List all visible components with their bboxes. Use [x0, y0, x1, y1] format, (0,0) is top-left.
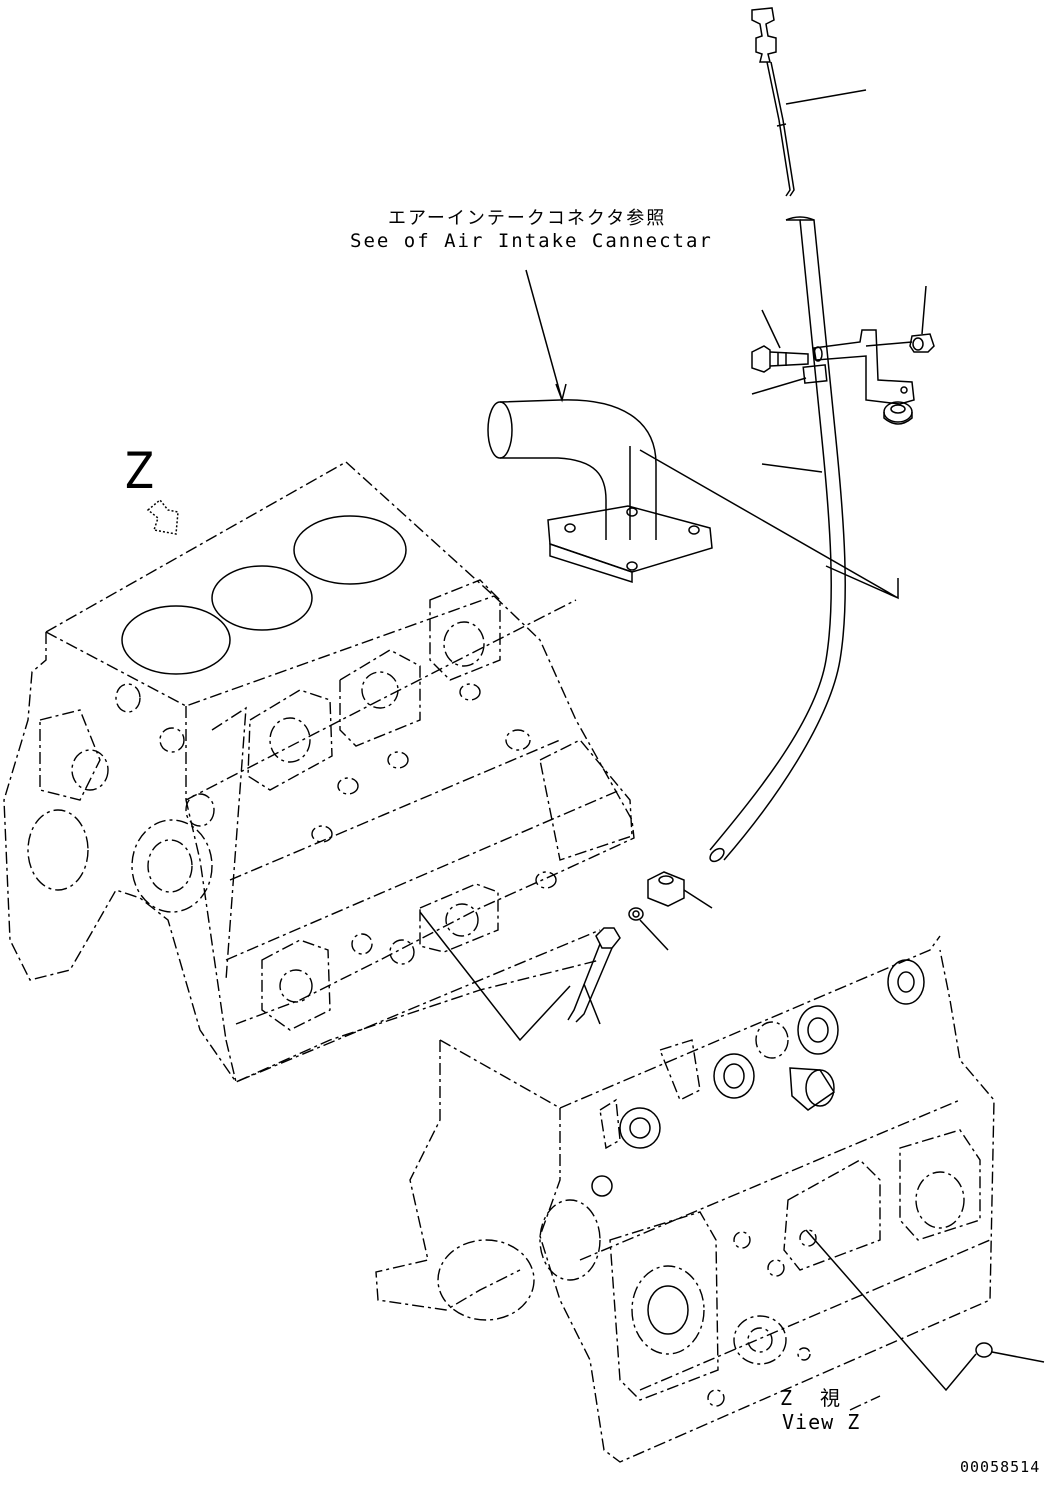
view-arrow-label: Z [125, 442, 155, 500]
leader-adapter [684, 890, 712, 908]
air-intake-note-en: See of Air Intake Cannectar [350, 230, 713, 252]
leader-bolt [762, 310, 780, 348]
leader-dipstick [786, 90, 866, 104]
leader-nut [922, 286, 926, 334]
small-plug [976, 1343, 1044, 1362]
air-intake-note-jp: エアーインテークコネクタ参照 [388, 208, 667, 229]
leader-air-note [526, 270, 562, 400]
leader-block-ports [420, 912, 570, 1040]
dipstick [752, 8, 794, 196]
bracket [814, 330, 914, 404]
guide-tube [708, 217, 846, 864]
view-caption-jp: Z 視 [780, 1386, 845, 1410]
leader-o-ring [640, 920, 668, 950]
leader-elbow-tube [640, 450, 898, 598]
cylinder-block-main [4, 462, 634, 1082]
air-intake-elbow [488, 400, 712, 582]
cylinder-block-view-z [376, 936, 994, 1462]
leader-plug [584, 984, 600, 1024]
reference-number: 00058514 [960, 1458, 1041, 1476]
plug-adapter [568, 872, 684, 1022]
leader-washer [752, 378, 806, 394]
washer [884, 402, 912, 424]
bracket-bolt [752, 346, 808, 372]
leader-view-z-plug [806, 1230, 976, 1390]
view-z-arrow-icon [148, 500, 178, 534]
view-caption-en: View Z [782, 1410, 861, 1434]
flange-nut [866, 334, 934, 352]
leader-arrowhead [556, 384, 566, 400]
leader-guide-tube [762, 464, 822, 472]
